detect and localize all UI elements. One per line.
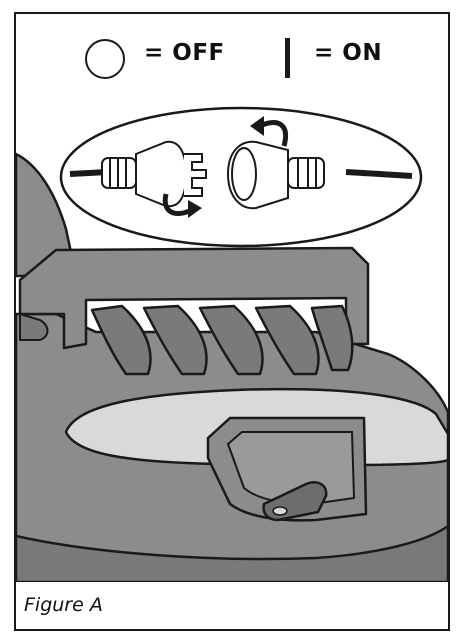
socket-face [232, 148, 256, 200]
power-legend: = OFF = ON [16, 14, 448, 84]
plug-callout [61, 108, 421, 246]
figure-frame: = OFF = ON Figure A [14, 12, 450, 631]
switch-indicator [273, 507, 287, 515]
legend-on-label: = ON [314, 40, 382, 66]
plug-prongs [184, 154, 206, 196]
cord-right [346, 172, 412, 176]
socket-strain-relief [288, 158, 324, 188]
figure-caption: Figure A [24, 594, 103, 616]
legend-off-label: = OFF [144, 40, 225, 66]
plug-head [136, 142, 186, 206]
device-illustration [16, 14, 448, 582]
